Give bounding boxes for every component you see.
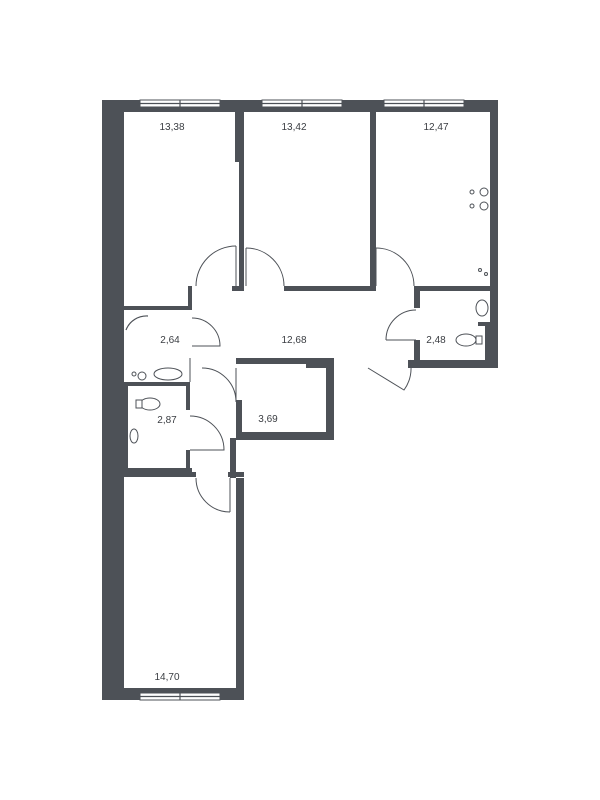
area-labels: 13,38 13,42 12,47 2,64 12,68 2,48 2,87 3… [154,122,448,683]
outer-walls [102,100,498,700]
area-storage: 3,69 [258,414,278,425]
interior-walls [124,112,498,478]
area-kitchen-living: 12,47 [423,122,448,133]
toilet-icon [455,333,477,347]
area-bedroom-1: 13,38 [159,122,184,133]
sink-icon [475,299,489,317]
window-bedroom-1 [139,99,221,108]
area-bathroom-1: 2,64 [160,335,180,346]
doors [189,245,417,513]
window-bedroom-2 [261,99,343,108]
area-bedroom-3: 14,70 [154,672,179,683]
area-hallway: 12,68 [281,335,306,346]
area-bathroom-2: 2,48 [426,335,446,346]
area-toilet: 2,87 [157,415,177,426]
sink-icon [129,428,139,444]
fixtures [125,187,489,444]
windows [139,99,465,701]
bathtub-sink-icon [153,367,183,381]
kitchen-sink-icon [478,268,488,276]
shower-icon [125,315,149,331]
window-kitchen [383,99,465,108]
window-bedroom-3 [139,692,221,701]
toilet-icon [139,397,161,411]
area-bedroom-2: 13,42 [281,122,306,133]
toilet-icon [137,371,147,381]
stove-icon [469,187,489,211]
